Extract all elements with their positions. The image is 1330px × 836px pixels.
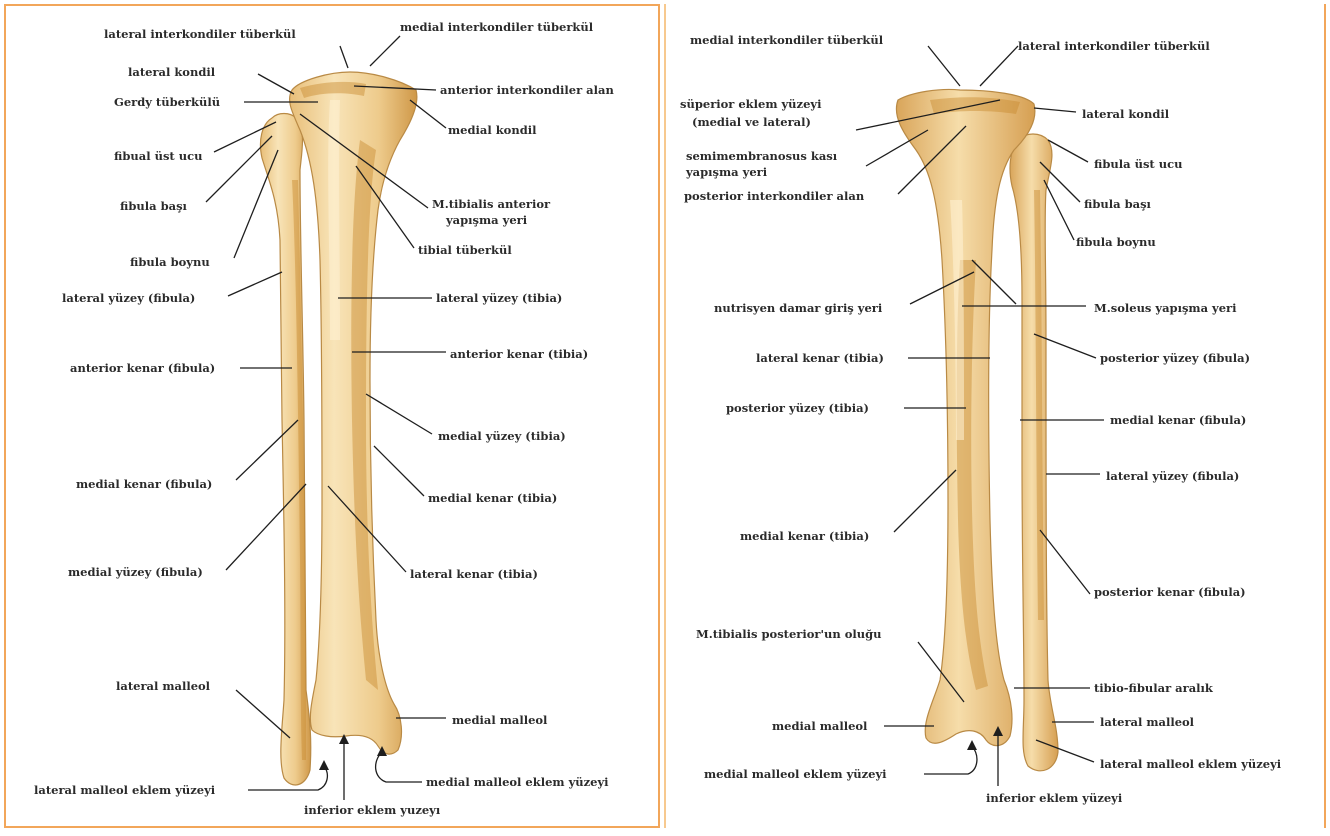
label-lateral-kenar-tibia: lateral kenar (tibia) — [410, 567, 538, 581]
label-fibula-boynu: fibula boynu — [130, 255, 210, 269]
label-medial-kenar-fibula: medial kenar (fibula) — [76, 477, 212, 491]
label-lateral-malleol: lateral malleol — [116, 679, 211, 693]
label-medial-interkondiler-tuberkul: medial interkondiler tüberkül — [400, 20, 594, 34]
label-p-superior-eklem-1: süperior eklem yüzeyi — [680, 97, 822, 111]
label-inferior-eklem-yuzeyi: inferior eklem yuzeyı — [304, 803, 441, 817]
label-p-fibula-boynu: fibula boynu — [1076, 235, 1156, 249]
label-p-fibula-ust-ucu: fibula üst ucu — [1094, 157, 1182, 171]
label-p-posterior-kenar-fibula: posterior kenar (fibula) — [1094, 585, 1246, 599]
label-p-fibula-basi: fibula başı — [1084, 197, 1152, 211]
label-lateral-yuzey-tibia: lateral yüzey (tibia) — [436, 291, 562, 305]
label-lateral-malleol-eklem-yuzeyi: lateral malleol eklem yüzeyi — [34, 783, 216, 797]
label-p-medial-malleol: medial malleol — [772, 719, 868, 733]
label-p-medial-kenar-tibia: medial kenar (tibia) — [740, 529, 869, 543]
label-p-posterior-yuzey-tibia: posterior yüzey (tibia) — [726, 401, 869, 415]
label-p-lateral-malleol-eklem-yuzeyi: lateral malleol eklem yüzeyi — [1100, 757, 1282, 771]
label-p-medial-kenar-fibula: medial kenar (fibula) — [1110, 413, 1246, 427]
label-p-superior-eklem-2: (medial ve lateral) — [692, 115, 811, 129]
label-p-lateral-interkondiler-tuberkul: lateral interkondiler tüberkül — [1018, 39, 1210, 53]
label-lateral-kondil: lateral kondil — [128, 65, 216, 79]
label-p-lateral-kondil: lateral kondil — [1082, 107, 1170, 121]
label-p-lateral-yuzey-fibula: lateral yüzey (fibula) — [1106, 469, 1239, 483]
posterior-fibula — [1010, 134, 1058, 771]
label-fibual-ust-ucu: fibual üst ucu — [114, 149, 202, 163]
label-medial-yuzey-tibia: medial yüzey (tibia) — [438, 429, 566, 443]
label-p-posterior-interkondiler-alan: posterior interkondiler alan — [684, 189, 865, 203]
label-anterior-kenar-fibula: anterior kenar (fibula) — [70, 361, 215, 375]
label-p-medial-interkondiler-tuberkul: medial interkondiler tüberkül — [690, 33, 884, 47]
label-lateral-yuzey-fibula: lateral yüzey (fibula) — [62, 291, 195, 305]
label-gerdy-tuberkulu: Gerdy tüberkülü — [114, 95, 220, 109]
label-tibial-tuberkul: tibial tüberkül — [418, 243, 512, 257]
label-medial-kondil: medial kondil — [448, 123, 537, 137]
label-p-tibio-fibular-aralik: tibio-fibular aralık — [1094, 681, 1214, 695]
label-fibula-basi: fibula başı — [120, 199, 188, 213]
label-p-inferior-eklem-yuzeyi: inferior eklem yüzeyi — [986, 791, 1123, 805]
label-m-tibialis-anterior-1: M.tibialis anterior — [432, 197, 551, 211]
label-m-tibialis-anterior-2: yapışma yeri — [445, 213, 528, 227]
label-p-medial-malleol-eklem-yuzeyi: medial malleol eklem yüzeyi — [704, 767, 887, 781]
label-medial-malleol-eklem-yuzeyi: medial malleol eklem yüzeyi — [426, 775, 609, 789]
label-medial-yuzey-fibula: medial yüzey (fibula) — [68, 565, 203, 579]
label-p-posterior-yuzey-fibula: posterior yüzey (fibula) — [1100, 351, 1250, 365]
label-anterior-interkondiler-alan: anterior interkondiler alan — [440, 83, 614, 97]
label-p-m-tibialis-posterior: M.tibialis posterior'un oluğu — [696, 627, 882, 641]
label-anterior-kenar-tibia: anterior kenar (tibia) — [450, 347, 588, 361]
label-p-lateral-malleol: lateral malleol — [1100, 715, 1195, 729]
label-p-m-soleus: M.soleus yapışma yeri — [1094, 301, 1237, 315]
label-medial-malleol: medial malleol — [452, 713, 548, 727]
label-medial-kenar-tibia: medial kenar (tibia) — [428, 491, 557, 505]
label-lateral-interkondiler-tuberkul: lateral interkondiler tüberkül — [104, 27, 296, 41]
label-p-semimembranosus-2: yapışma yeri — [685, 165, 768, 179]
label-p-lateral-kenar-tibia: lateral kenar (tibia) — [756, 351, 884, 365]
label-p-nutrisyen-damar: nutrisyen damar giriş yeri — [714, 301, 883, 315]
label-p-semimembranosus-1: semimembranosus kası — [686, 149, 838, 163]
